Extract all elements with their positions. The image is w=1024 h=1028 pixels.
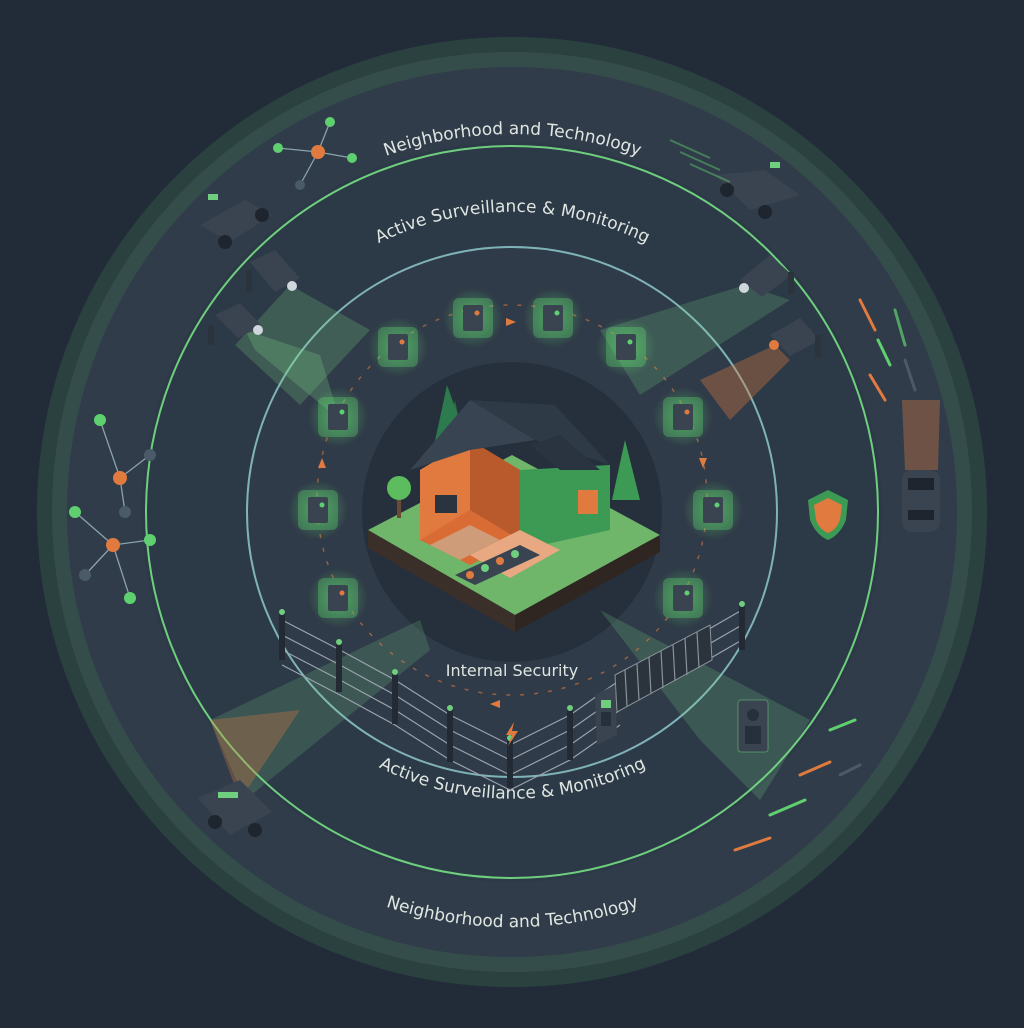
keypad-panel-icon bbox=[443, 288, 503, 348]
camera-beam-bottom-left bbox=[210, 620, 430, 800]
orbit-arrow bbox=[699, 458, 707, 468]
fence-post-lights bbox=[279, 601, 745, 741]
orbit-arrow bbox=[506, 318, 516, 326]
network-graph-left-nodes bbox=[69, 414, 156, 604]
window-sensor-icon bbox=[288, 480, 348, 540]
gate-access-panel-icon bbox=[595, 685, 617, 745]
car-icon-top-left bbox=[200, 194, 272, 249]
open-door-icon bbox=[368, 317, 428, 377]
motion-lines-top-right bbox=[669, 139, 731, 183]
data-streaks-right bbox=[858, 298, 917, 402]
isometric-house-icon bbox=[368, 385, 660, 632]
data-streaks-bottom-right bbox=[733, 718, 862, 852]
car-icon-right bbox=[902, 470, 940, 532]
phone-keypad-icon bbox=[308, 568, 368, 628]
outer-ring-glow bbox=[37, 37, 987, 987]
door-sensor-icon bbox=[523, 288, 583, 348]
security-camera-icon bbox=[769, 318, 821, 357]
car-icon-bottom-left bbox=[198, 780, 272, 837]
car-beam-bottom-left bbox=[210, 710, 300, 800]
intercom-icon bbox=[737, 699, 769, 753]
camera-beam-top-left bbox=[235, 285, 370, 405]
inner-ring-label: Internal Security bbox=[446, 661, 578, 680]
inner-devices bbox=[288, 288, 743, 628]
fence-posts bbox=[279, 604, 745, 788]
middle-ring-border bbox=[145, 145, 879, 879]
car-icon-top-right bbox=[715, 162, 800, 219]
shield-inner bbox=[814, 498, 842, 533]
safe-icon bbox=[683, 480, 743, 540]
door-contact-icon bbox=[653, 568, 713, 628]
security-camera-icon bbox=[739, 255, 794, 297]
double-door-icon bbox=[308, 387, 368, 447]
orbit-arrow bbox=[318, 458, 326, 468]
security-camera-icon bbox=[208, 303, 263, 345]
gate-icon bbox=[614, 624, 713, 713]
car-headlight-beam-right bbox=[902, 400, 940, 470]
orbit-arrow bbox=[490, 700, 500, 708]
network-graph-top-nodes bbox=[273, 117, 357, 190]
lightning-icon bbox=[506, 722, 518, 746]
security-camera-icon bbox=[246, 250, 300, 292]
cylinder-sensor-icon bbox=[596, 317, 656, 377]
motion-sensor-icon bbox=[653, 387, 713, 447]
camera-beam-right bbox=[700, 345, 790, 420]
